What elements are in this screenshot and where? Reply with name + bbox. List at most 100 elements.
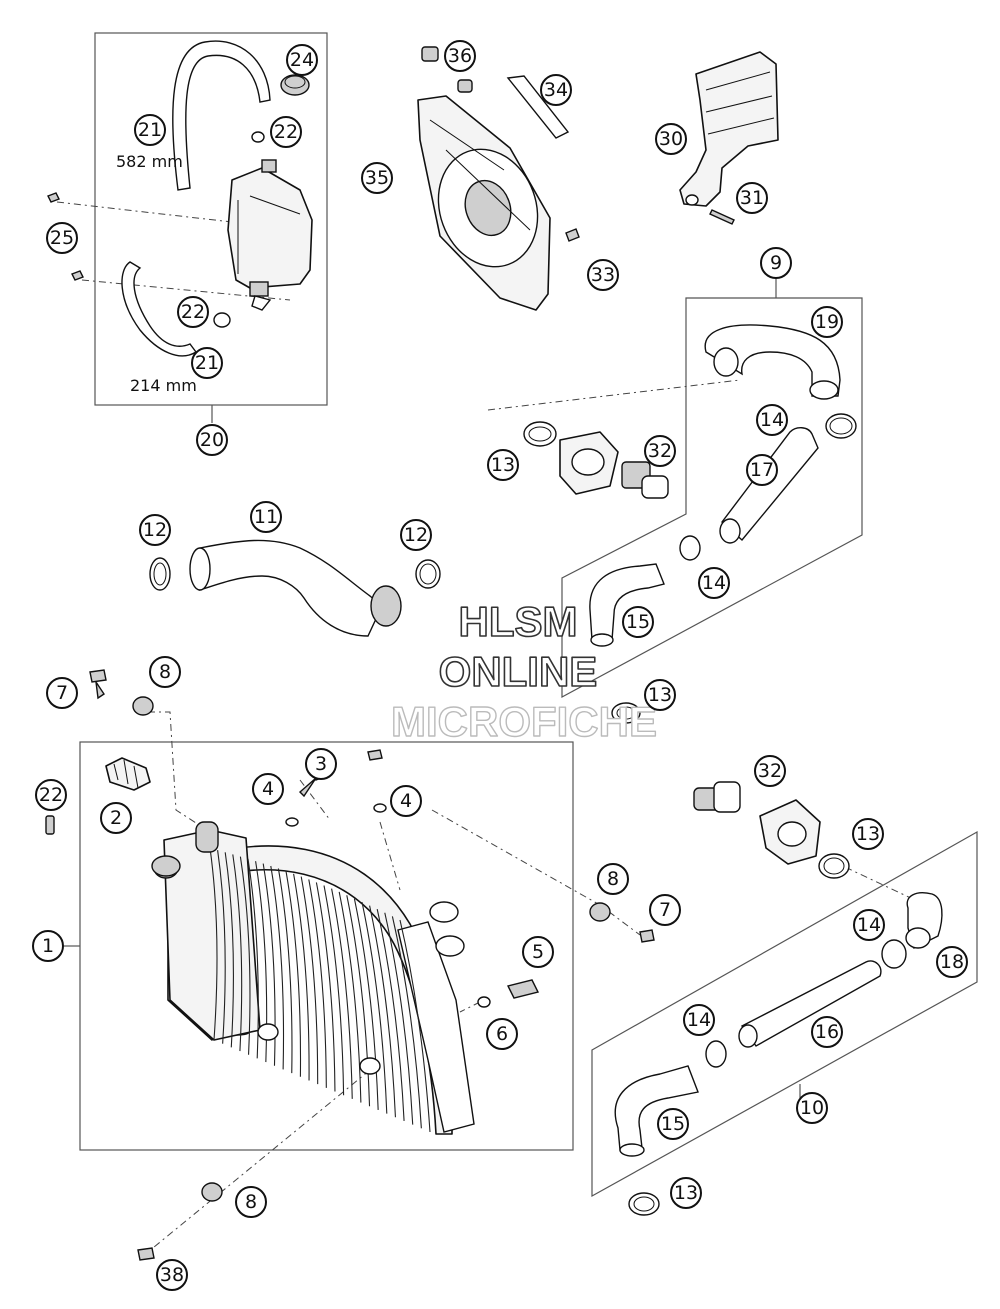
clamp-12-left: [149, 557, 171, 591]
watermark: HLSM ONLINE MICROFICHE: [390, 597, 657, 746]
callout-15-upper: 15: [622, 606, 654, 638]
radiator-fin-line: [293, 873, 310, 1081]
pin-22: [45, 815, 55, 835]
callout-22-lower: 22: [177, 296, 209, 328]
svg-text:22: 22: [274, 121, 298, 143]
svg-text:8: 8: [159, 661, 171, 683]
radiator-fin-line: [346, 895, 371, 1107]
radiator-cap: [105, 757, 151, 791]
radiator-fin-line: [399, 919, 431, 1133]
svg-text:10: 10: [800, 1097, 824, 1119]
screw-7-right: [639, 929, 655, 943]
fan-cover-strip: [506, 75, 570, 139]
callout-21-lower: 21: [191, 347, 223, 379]
hose-set-upper-frame: [561, 297, 863, 699]
callout-13-lower-right: 13: [852, 818, 884, 850]
svg-text:9: 9: [770, 252, 782, 274]
svg-text:2: 2: [110, 807, 122, 829]
svg-text:33: 33: [591, 264, 615, 286]
callout-7-upper: 7: [46, 677, 78, 709]
clamp-13-lower-left: [628, 1192, 660, 1216]
hose-19: [704, 324, 841, 400]
svg-text:12: 12: [143, 519, 167, 541]
callout-4-right: 4: [390, 785, 422, 817]
callout-13-upper: 13: [487, 449, 519, 481]
callout-14-lower-right: 14: [853, 909, 885, 941]
svg-text:14: 14: [687, 1009, 711, 1031]
callout-13-lower-left: 13: [670, 1177, 702, 1209]
callout-14-mid: 14: [698, 567, 730, 599]
clamp-14-upper: [825, 413, 857, 439]
hose-clip-lower: [213, 312, 231, 328]
svg-text:19: 19: [815, 311, 839, 333]
thermostat-upper: [621, 461, 669, 499]
clamp-12-right: [415, 559, 441, 589]
svg-text:15: 15: [661, 1113, 685, 1135]
hose-11: [189, 539, 402, 637]
radiator-fin-line: [376, 909, 405, 1121]
temp-sensor-5: [477, 979, 540, 1008]
radiator-fin-line: [331, 888, 353, 1099]
grommet-8-right: [589, 902, 611, 922]
svg-text:6: 6: [496, 1023, 508, 1045]
radiator-fin-line: [277, 868, 293, 1074]
svg-text:15: 15: [626, 611, 650, 633]
thermostat-housing-upper: [559, 431, 619, 495]
radiator-fin-line: [239, 856, 251, 1055]
callout-24: 24: [286, 44, 318, 76]
radiator-fin-line: [338, 891, 362, 1103]
svg-text:1: 1: [42, 935, 54, 957]
svg-text:30: 30: [659, 128, 683, 150]
callout-20: 20: [196, 424, 228, 456]
radiator-fin-line: [270, 865, 285, 1070]
svg-text:13: 13: [648, 684, 672, 706]
svg-text:14: 14: [760, 409, 784, 431]
svg-text:32: 32: [758, 760, 782, 782]
radiator-fin-line: [323, 885, 345, 1096]
callout-22-radiator: 22: [35, 779, 67, 811]
fan-shroud: [417, 95, 551, 311]
callout-17: 17: [746, 454, 778, 486]
watermark-line3: MICROFICHE: [391, 698, 657, 745]
dimension-lower-hose: 214 mm: [130, 376, 197, 395]
clamp-13-lower-right: [818, 853, 850, 879]
radiator-bracket: [679, 51, 779, 207]
mounting-screws-tank: [47, 192, 84, 281]
svg-text:21: 21: [195, 352, 219, 374]
dimension-upper-hose: 582 mm: [116, 152, 183, 171]
callout-30: 30: [655, 123, 687, 155]
callout-9: 9: [760, 247, 792, 279]
radiator-fin-line: [361, 901, 388, 1114]
thermostat-lower: [693, 781, 741, 813]
radiator-fin-line: [285, 871, 302, 1077]
radiator-fins: [209, 847, 431, 1133]
callout-7-right: 7: [649, 894, 681, 926]
svg-text:17: 17: [750, 459, 774, 481]
radiator-fin-line: [353, 898, 379, 1110]
callouts: 24 21 22 25 22 21 20 36 34 35 33 30 31 9…: [32, 40, 968, 1291]
svg-text:16: 16: [815, 1021, 839, 1043]
clamp-14-lower-left: [705, 1040, 727, 1068]
grommet-8-upper: [132, 696, 154, 716]
clamp-13-mid: [611, 702, 641, 724]
svg-text:35: 35: [365, 167, 389, 189]
svg-text:20: 20: [200, 429, 224, 451]
svg-text:11: 11: [254, 506, 278, 528]
radiator-fin-line: [232, 854, 243, 1052]
svg-text:36: 36: [448, 45, 472, 67]
callout-36: 36: [444, 40, 476, 72]
callout-33: 33: [587, 259, 619, 291]
rubber-grommets-fan: [421, 46, 473, 93]
callout-3: 3: [305, 748, 337, 780]
svg-text:32: 32: [648, 440, 672, 462]
svg-text:7: 7: [56, 682, 68, 704]
hose-18: [905, 892, 943, 949]
bracket-screw: [709, 209, 735, 225]
radiator-fin-line: [209, 847, 218, 1041]
svg-text:3: 3: [315, 753, 327, 775]
hose-15-lower: [614, 1065, 699, 1157]
fan-screw: [565, 228, 580, 242]
svg-text:22: 22: [39, 784, 63, 806]
